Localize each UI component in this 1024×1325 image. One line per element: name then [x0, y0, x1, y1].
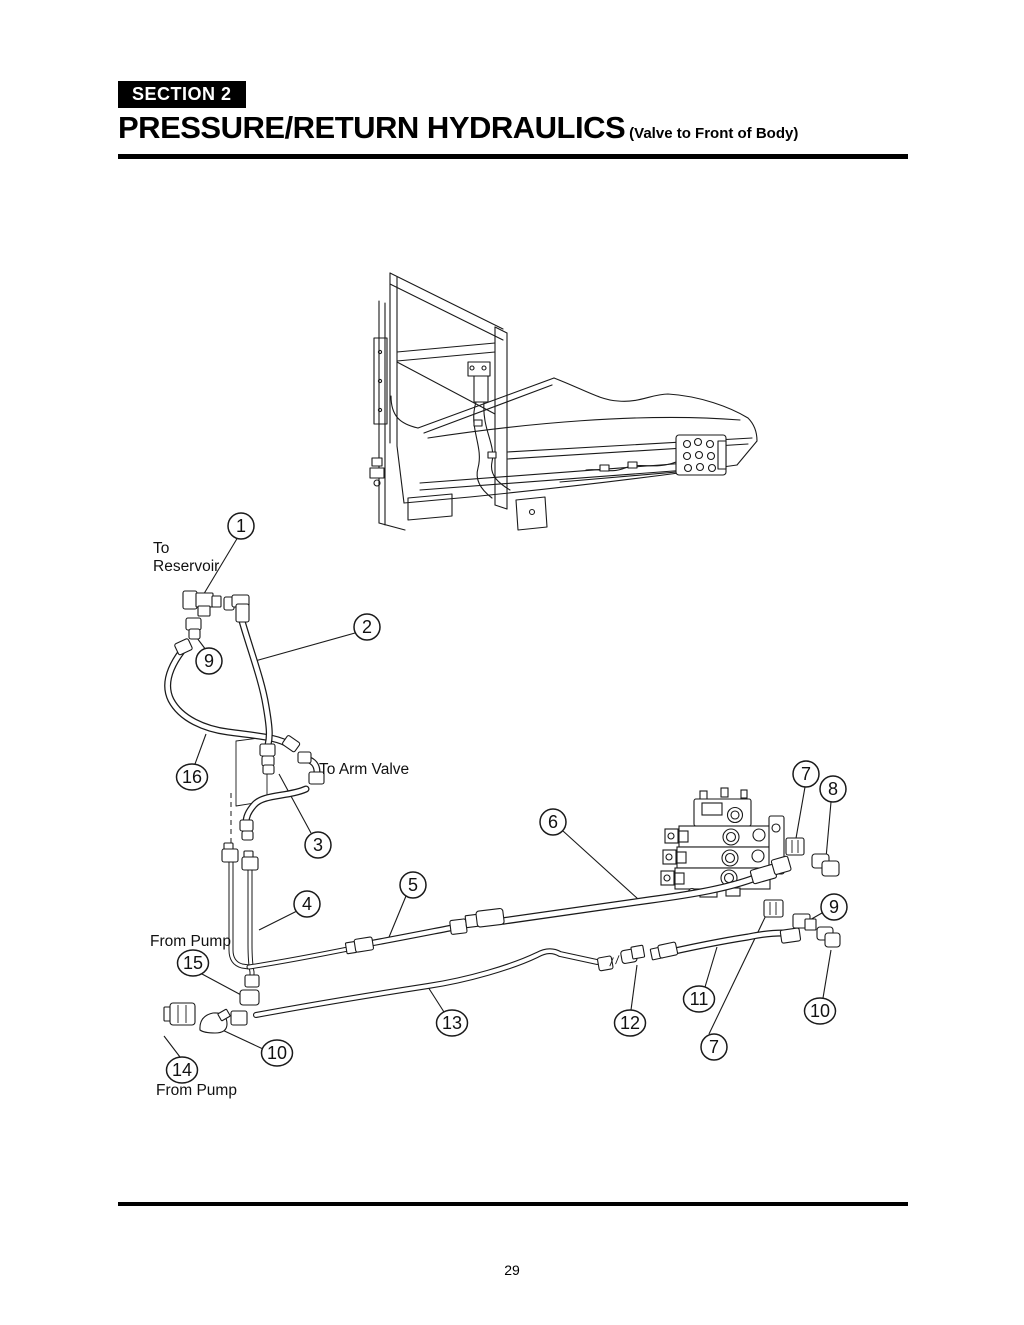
svg-text:10: 10 — [267, 1043, 287, 1063]
callout-11: 11 — [682, 985, 716, 1013]
svg-text:11: 11 — [690, 989, 709, 1009]
from-pump-lower-label: From Pump — [156, 1082, 237, 1099]
svg-text:15: 15 — [183, 953, 203, 973]
diagram-labels: To Reservoir To Arm Valve From Pump From… — [150, 540, 409, 1099]
fittings — [163, 590, 841, 1034]
svg-text:7: 7 — [801, 764, 811, 784]
callout-2: 2 — [353, 613, 381, 641]
svg-text:9: 9 — [204, 651, 214, 671]
callout-9-left: 9 — [195, 647, 223, 675]
section-badge: SECTION 2 — [118, 81, 246, 108]
callout-12: 12 — [613, 1009, 647, 1037]
from-pump-upper-label: From Pump — [150, 933, 231, 950]
callouts: 1 2 9 16 3 4 5 — [165, 512, 848, 1084]
callout-15: 15 — [176, 949, 210, 977]
callout-6: 6 — [539, 808, 567, 836]
callout-7-bottom: 7 — [700, 1033, 728, 1061]
callout-8: 8 — [819, 775, 847, 803]
hoses — [164, 617, 787, 1018]
svg-text:14: 14 — [172, 1060, 192, 1080]
footer-rule — [118, 1202, 908, 1206]
callout-10-right: 10 — [803, 997, 837, 1025]
svg-text:3: 3 — [313, 835, 323, 855]
svg-text:8: 8 — [828, 779, 838, 799]
svg-text:12: 12 — [620, 1013, 640, 1033]
callout-13: 13 — [435, 1009, 469, 1037]
svg-text:5: 5 — [408, 875, 418, 895]
svg-text:16: 16 — [182, 767, 202, 787]
page-subtitle: (Valve to Front of Body) — [629, 125, 799, 142]
callout-5: 5 — [399, 871, 427, 899]
svg-text:7: 7 — [709, 1037, 719, 1057]
callout-14: 14 — [165, 1056, 199, 1084]
to-reservoir-label-line1: To — [153, 540, 169, 557]
svg-text:9: 9 — [829, 897, 839, 917]
page-header: PRESSURE/RETURN HYDRAULICS(Valve to Fron… — [118, 110, 918, 146]
svg-text:2: 2 — [362, 617, 372, 637]
to-reservoir-label-line2: Reservoir — [153, 558, 219, 575]
callout-16: 16 — [175, 763, 209, 791]
to-arm-valve-label: To Arm Valve — [319, 761, 409, 778]
svg-text:6: 6 — [548, 812, 558, 832]
control-valve-bank — [660, 787, 785, 898]
callout-3: 3 — [304, 831, 332, 859]
reference-lines — [214, 600, 268, 849]
svg-text:1: 1 — [236, 516, 246, 536]
svg-text:13: 13 — [442, 1013, 462, 1033]
callout-9-right: 9 — [820, 893, 848, 921]
callout-4: 4 — [293, 890, 321, 918]
page-title: PRESSURE/RETURN HYDRAULICS — [118, 110, 626, 145]
svg-text:4: 4 — [302, 894, 312, 914]
callout-10-left: 10 — [260, 1039, 294, 1067]
header-rule — [118, 154, 908, 159]
callout-7-top: 7 — [792, 760, 820, 788]
callout-1: 1 — [227, 512, 255, 540]
page-number: 29 — [504, 1262, 520, 1278]
svg-text:10: 10 — [810, 1001, 830, 1021]
truck-body-illustration — [369, 272, 758, 531]
